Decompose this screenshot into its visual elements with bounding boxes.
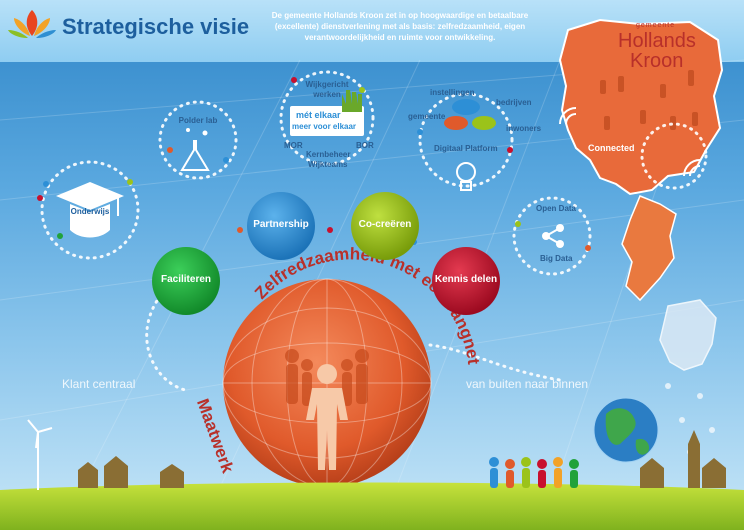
- label-digitaal-platform: Digitaal Platform: [434, 144, 498, 153]
- lightbulb-icon: [456, 162, 476, 191]
- label-instellingen: instellingen: [430, 88, 475, 97]
- label-kennis-delen: Kennis delen: [434, 274, 498, 285]
- chat-bubbles-icon: [444, 99, 496, 130]
- netherlands-map: [621, 195, 677, 302]
- label-bor: BOR: [356, 141, 374, 150]
- label-kernbeheer: Kernbeheer: [306, 150, 351, 159]
- hand-icon: [342, 90, 362, 112]
- share-icon: [542, 224, 564, 248]
- label-van-buiten: van buiten naar binnen: [466, 377, 589, 391]
- circle-partnership: [247, 192, 315, 260]
- circle-cocreeren: [351, 192, 419, 260]
- globe-icon: [593, 397, 659, 463]
- circle-faciliteren: [152, 247, 220, 315]
- label-gemeente: gemeente: [408, 112, 446, 121]
- wind-turbine-icon: [27, 419, 53, 490]
- brand-line2: Kroon: [630, 50, 684, 72]
- flask-icon: [180, 128, 210, 171]
- graduation-cap-icon: [56, 182, 124, 238]
- brand-line1: Hollands: [618, 30, 696, 52]
- label-wijkgericht: Wijkgericht werken: [305, 80, 349, 99]
- label-big-data: Big Data: [540, 254, 573, 263]
- wifi-icon: [559, 107, 701, 177]
- label-cocreeren: Co-creëren: [358, 219, 412, 230]
- brand-prefix: gemeente: [636, 22, 676, 29]
- person-icon: [306, 364, 348, 470]
- label-open-data: Open Data: [536, 204, 577, 213]
- label-klant-centraal: Klant centraal: [62, 377, 136, 391]
- label-met-elkaar-2: meer voor elkaar: [292, 122, 357, 131]
- label-mor: MOR: [284, 141, 303, 150]
- intro-text: De gemeente Hollands Kroon zet in op hoo…: [271, 11, 529, 42]
- lotus-logo-icon: [8, 10, 56, 38]
- hollands-kroon-map: [558, 18, 724, 196]
- label-partnership: Partnership: [253, 219, 309, 230]
- label-wijkteams: Wijkteams: [308, 160, 348, 169]
- houses: [78, 430, 726, 488]
- people-group: [489, 457, 579, 488]
- label-connected: Connected: [588, 143, 635, 153]
- label-met-elkaar-1: mét elkaar: [296, 110, 341, 120]
- label-bedrijven: bedrijven: [496, 98, 532, 107]
- netherlands-outline-map: [659, 299, 717, 371]
- label-polder-lab: Polder lab: [178, 116, 218, 125]
- label-onderwijs: Onderwijs: [70, 207, 110, 216]
- page-title: Strategische visie: [62, 14, 250, 39]
- label-inwoners: inwoners: [506, 124, 542, 133]
- circle-kennis-delen: [432, 247, 500, 315]
- label-faciliteren: Faciliteren: [160, 274, 212, 285]
